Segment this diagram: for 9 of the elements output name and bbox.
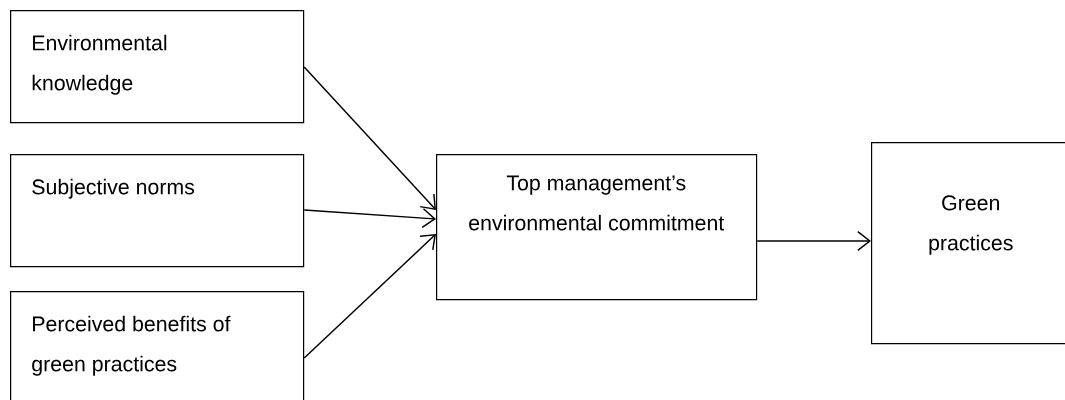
arrow bbox=[756, 230, 871, 252]
arrow bbox=[303, 66, 436, 210]
arrow bbox=[303, 208, 436, 229]
factor-box: Subjective norms bbox=[10, 154, 305, 268]
arrow bbox=[303, 234, 436, 359]
process-box: Top management’s environmental commitment bbox=[436, 154, 758, 301]
factor-box: Perceived benefits of green practices bbox=[10, 291, 305, 400]
outcome-box: Green practices bbox=[871, 142, 1065, 345]
factor-box: Environmental knowledge bbox=[10, 10, 305, 124]
